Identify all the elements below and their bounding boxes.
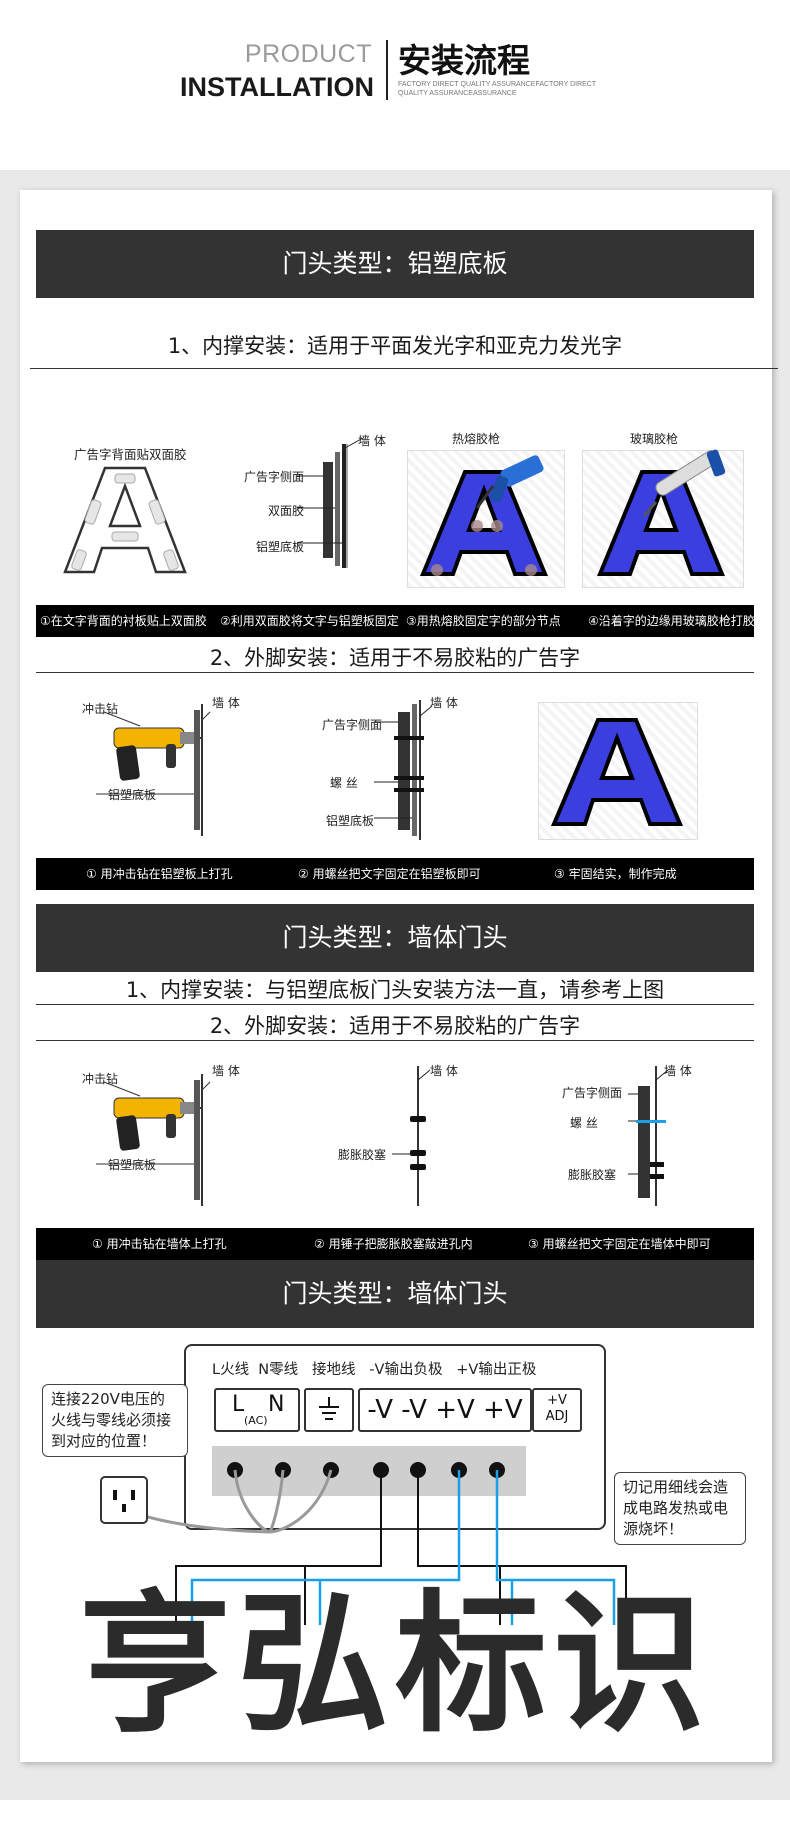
s2-caption-1: ① 用冲击钻在墙体上打孔 [92,1237,227,1251]
fig2-label-wall: 墙 体 [358,434,386,448]
note-right: 切记用细线会造成电路发热或电源烧坏！ [614,1472,746,1545]
section1-caption-bar-2: ① 用冲击钻在铝塑板上打孔 ② 用螺丝把文字固定在铝塑板即可 ③ 牢固结实，制作… [36,858,754,890]
fig5-label-wall: 墙 体 [212,696,240,710]
fig1-label: 广告字背面贴双面胶 [74,447,187,462]
s2-fig2-label-wall: 墙 体 [430,1064,458,1078]
header-divider [386,40,388,100]
section2-rule2 [36,1040,754,1041]
s1-caption2-1: ① 用冲击钻在铝塑板上打孔 [86,867,233,881]
s2-fig3-label-plug: 膨胀胶塞 [568,1168,617,1182]
fig2-label-tape: 双面胶 [268,504,305,518]
fig2-label-board: 铝塑底板 [256,540,305,554]
terminal-v4: +V [483,1395,523,1425]
terminal-strip [212,1446,526,1496]
note-left: 连接220V电压的火线与零线必须接到对应的位置！ [42,1384,188,1457]
terminal-v2: -V [401,1395,427,1425]
fig6-label-board: 铝塑底板 [326,814,375,828]
fig4-blue-letter [597,449,726,576]
section1-sub2: 2、外脚安装：适用于不易胶粘的广告字 [209,646,581,670]
section2-rule1 [36,1004,754,1005]
fig2-cross-section [297,437,364,568]
section1-band: 门头类型：铝塑底板 [36,230,754,298]
s2-fig1-label-drill: 冲击钻 [82,1072,119,1086]
fig3-blue-letter [420,455,548,576]
fig7-blue-letter [550,718,684,826]
section2-sub1: 1、内撑安装：与铝塑底板门头安装方法一直，请参考上图 [125,978,665,1002]
power-supply-box [184,1344,606,1530]
header-en-line2: INSTALLATION [180,72,374,102]
s2-fig3-label-wall: 墙 体 [664,1064,692,1078]
header-en-line1: PRODUCT [244,40,372,68]
page-title: 安装流程 [398,41,530,80]
fig1-outline-letter [63,466,187,574]
s1-caption2-3: ③ 牢固结实，制作完成 [554,867,677,881]
fig3-label: 热熔胶枪 [452,432,501,446]
fig5-drill-diagram [96,704,211,836]
terminal-v3: +V [435,1395,475,1425]
drill-icon [113,1097,202,1151]
section1-caption-bar: ①在文字背面的衬板贴上双面胶 ②利用双面胶将文字与铝塑板固定 ③用热熔胶固定字的… [36,605,755,637]
fig4-label: 玻璃胶枪 [630,432,679,446]
brand-name: 亨弘标识 [79,1576,711,1753]
glue-gun-icon [475,455,544,509]
s1-caption2-2: ② 用螺丝把文字固定在铝塑板即可 [298,867,481,881]
s2-fig1-label-board: 铝塑底板 [108,1158,157,1172]
s1-caption-3: ③用热熔胶固定字的部分节点 [406,614,561,628]
caulk-gun-icon [642,449,726,517]
terminal-adj: +V ADJ [532,1388,582,1432]
power-terminal-labels: L火线 N零线 接地线 -V输出负极 +V输出正极 [212,1362,537,1378]
s1-caption-4: ④沿着字的边缘用玻璃胶枪打胶 [588,614,755,628]
s2-caption-2: ② 用锤子把膨胀胶塞敲进孔内 [314,1237,473,1251]
fig2-label-side: 广告字侧面 [244,470,305,484]
fig5-label-board: 铝塑底板 [108,788,157,802]
section1-rule2 [36,672,754,673]
fig6-label-side: 广告字侧面 [322,718,383,732]
s2-fig3-label-screw: 螺 丝 [570,1116,598,1130]
s2-fig1-label-wall: 墙 体 [212,1064,240,1078]
terminal-outputs: -V -V +V +V [358,1388,532,1432]
s1-caption-1: ①在文字背面的衬板贴上双面胶 [40,614,207,628]
fig6-label-wall: 墙 体 [430,696,458,710]
s2-fig2-label-plug: 膨胀胶塞 [338,1148,387,1162]
drill-icon [113,727,202,781]
section1-sub1: 1、内撑安装：适用于平面发光字和亚克力发光字 [167,334,623,358]
s2-caption-3: ③ 用螺丝把文字固定在墙体中即可 [528,1237,711,1251]
fig6-cross-section [374,700,433,840]
header-small-text: FACTORY DIRECT QUALITY ASSURANCEFACTORY … [398,81,596,97]
s2-fig2-wall [392,1066,431,1206]
section2-sub2: 2、外脚安装：适用于不易胶粘的广告字 [209,1014,581,1038]
s2-fig1-drill-diagram [96,1074,211,1206]
terminal-v1: -V [367,1395,394,1425]
section1-rule1 [30,368,778,369]
s2-fig3-cross-section [628,1066,669,1206]
terminal-ground [304,1388,354,1432]
ground-icon [319,1397,339,1420]
s1-caption-2: ②利用双面胶将文字与铝塑板固定 [220,614,399,628]
fig5-label-drill: 冲击钻 [82,702,119,716]
terminal-ln: L N (AC) [214,1388,300,1432]
section2-band: 门头类型：墙体门头 [36,904,754,972]
section2-caption-bar: ① 用冲击钻在墙体上打孔 ② 用锤子把膨胀胶塞敲进孔内 ③ 用螺丝把文字固定在墙… [36,1228,754,1260]
fig6-label-screw: 螺 丝 [330,776,358,790]
s2-fig3-label-side: 广告字侧面 [562,1086,623,1100]
power-socket-icon [100,1476,148,1524]
section3-band: 门头类型：墙体门头 [36,1260,754,1328]
